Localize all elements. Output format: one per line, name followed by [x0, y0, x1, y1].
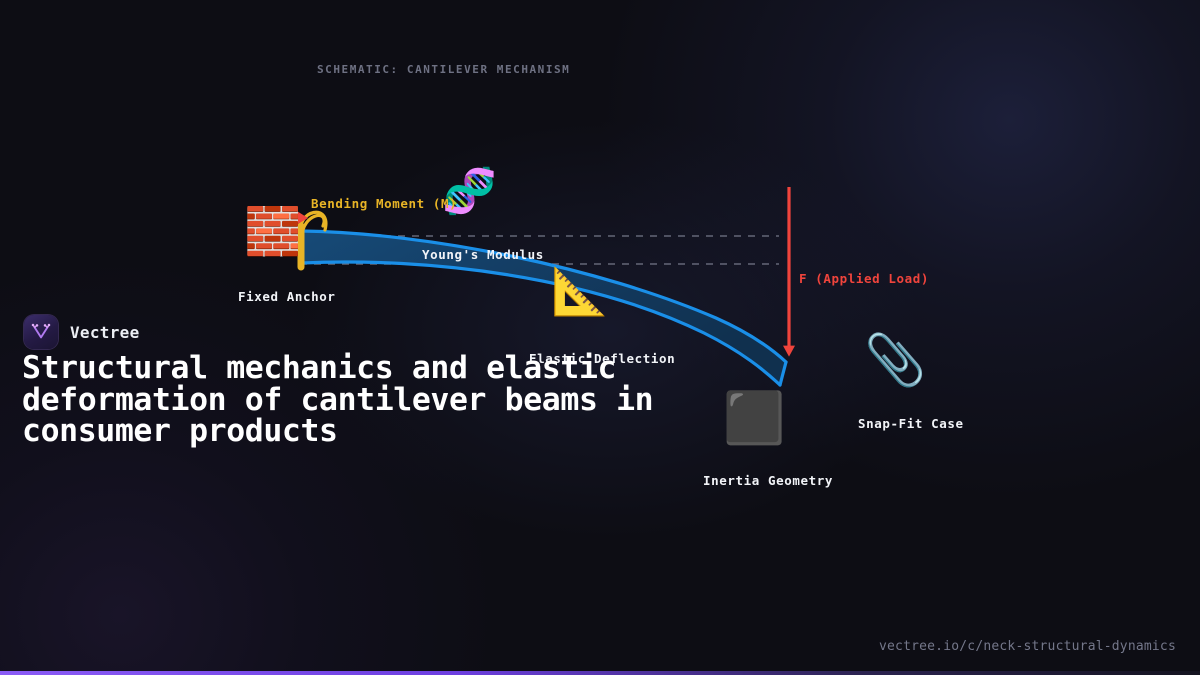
bending-moment-arc — [298, 210, 328, 239]
black-square-icon: ⬛ — [723, 389, 786, 447]
label-youngs-modulus: Young's Modulus — [422, 247, 544, 262]
label-fixed-anchor: Fixed Anchor — [238, 289, 336, 304]
label-inertia-geometry: Inertia Geometry — [703, 473, 834, 488]
brick-wall-icon: 🧱 — [244, 204, 302, 258]
bending-moment-arrow — [300, 214, 326, 239]
accent-bar — [0, 671, 1200, 675]
brand-row: Vectree — [24, 315, 140, 349]
triangular-ruler-icon: 📐 — [551, 264, 609, 318]
brand-name: Vectree — [70, 322, 140, 342]
label-elastic-deflection: Elastic Deflection — [529, 351, 676, 366]
beam-edge-bottom — [300, 260, 782, 387]
beam-edge-top — [300, 229, 788, 364]
bending-moment-arrowhead — [291, 208, 308, 228]
footer: Vectree Structural mechanics and elastic… — [0, 315, 1200, 675]
schematic-kicker: SCHEMATIC: CANTILEVER MECHANISM — [317, 63, 571, 76]
page-title: Structural mechanics and elastic deforma… — [22, 350, 654, 449]
label-snap-fit-case: Snap-Fit Case — [858, 416, 964, 431]
vectree-logo-icon — [24, 315, 58, 349]
label-applied-load: F (Applied Load) — [799, 271, 930, 286]
paperclip-icon: 📎 — [864, 331, 927, 389]
footer-url: vectree.io/c/neck-structural-dynamics — [879, 639, 1176, 654]
label-bending-moment: Bending Moment (M) — [311, 196, 458, 211]
dna-icon: 🧬 — [442, 166, 497, 217]
cantilever-diagram — [291, 187, 795, 387]
beam-free-end-cap — [778, 360, 788, 387]
